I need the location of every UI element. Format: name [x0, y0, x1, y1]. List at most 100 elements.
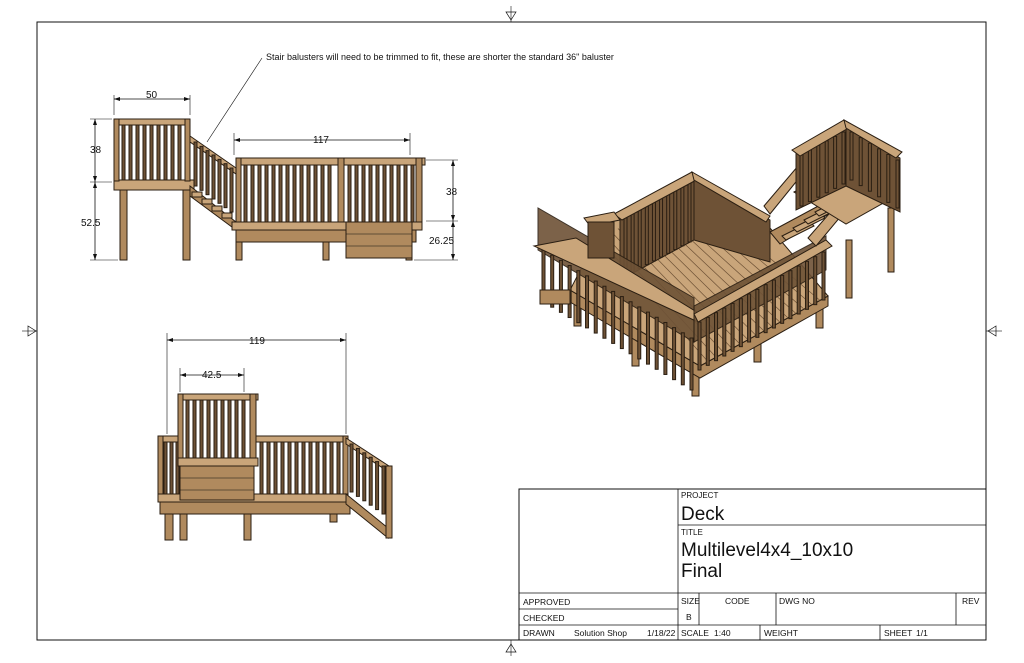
baluster [320, 164, 325, 223]
baluster [816, 144, 821, 198]
isometric-view [532, 119, 903, 397]
annotation-stair-balusters: Stair balusters will need to be trimmed … [206, 52, 614, 143]
baluster [824, 140, 829, 194]
baluster [368, 456, 373, 506]
baluster [833, 135, 838, 189]
baluster [550, 254, 555, 308]
side-dimensions: 50 38 52.5 117 38 26.25 [81, 90, 458, 261]
baluster [355, 447, 360, 497]
dim-side-top-width: 50 [146, 90, 158, 101]
baluster [687, 179, 692, 243]
baluster [243, 164, 248, 223]
baluster [705, 316, 710, 366]
baluster [336, 441, 341, 495]
baluster [396, 164, 401, 223]
baluster [220, 399, 225, 459]
baluster [193, 141, 198, 187]
baluster [128, 124, 133, 181]
tb-title-line2: Final [681, 561, 722, 582]
baluster [163, 124, 168, 181]
tb-approved-label: APPROVED [523, 597, 570, 607]
baluster [663, 321, 668, 375]
baluster [771, 279, 776, 329]
baluster [361, 164, 366, 223]
baluster [714, 312, 719, 362]
baluster [403, 164, 408, 223]
baluster [156, 124, 161, 181]
baluster [576, 270, 581, 324]
baluster [347, 164, 352, 223]
tb-rev-label: REV [962, 596, 980, 606]
center-marker-left [22, 325, 37, 337]
baluster [804, 260, 809, 310]
front-elevation-view [157, 393, 393, 541]
baluster [858, 137, 863, 187]
baluster [645, 311, 650, 365]
baluster [895, 159, 900, 209]
baluster [223, 163, 228, 209]
baluster [722, 307, 727, 357]
baluster [142, 124, 147, 181]
tb-dwg-label: DWG NO [779, 596, 815, 606]
baluster [867, 142, 872, 192]
tb-weight-label: WEIGHT [764, 628, 798, 638]
baluster [306, 164, 311, 223]
baluster [135, 124, 140, 181]
baluster [292, 164, 297, 223]
baluster [763, 284, 768, 334]
tb-checked-label: CHECKED [523, 613, 565, 623]
baluster [747, 293, 752, 343]
baluster [389, 164, 394, 223]
baluster [628, 301, 633, 355]
dim-side-length: 117 [313, 135, 329, 146]
stair-steps [191, 191, 233, 219]
side-elevation-view [113, 118, 426, 261]
baluster [271, 164, 276, 223]
tb-drawn-by: Solution Shop [574, 628, 627, 638]
baluster [266, 441, 271, 495]
baluster [788, 270, 793, 320]
baluster [185, 399, 190, 459]
baluster [301, 441, 306, 495]
baluster [177, 124, 182, 181]
baluster [199, 399, 204, 459]
baluster [382, 164, 387, 223]
baluster [375, 164, 380, 223]
baluster [121, 124, 126, 181]
baluster [329, 441, 334, 495]
dim-right-rail-height: 38 [446, 187, 458, 198]
baluster [558, 259, 563, 313]
baluster [813, 256, 818, 306]
baluster [149, 124, 154, 181]
tb-sheet-label: SHEET [884, 628, 912, 638]
tb-scale-value: 1:40 [714, 628, 731, 638]
baluster [206, 399, 211, 459]
baluster [229, 167, 234, 213]
baluster [673, 187, 678, 251]
dim-front-width: 119 [249, 336, 265, 347]
front-dimensions: 119 42.5 [166, 333, 347, 434]
baluster [287, 441, 292, 495]
tb-project-value: Deck [681, 504, 725, 525]
baluster [313, 164, 318, 223]
baluster [322, 441, 327, 495]
baluster [327, 164, 332, 223]
baluster [644, 202, 649, 266]
baluster [680, 332, 685, 386]
tb-title-line1: Multilevel4x4_10x10 [681, 540, 853, 561]
baluster [273, 441, 278, 495]
baluster [651, 198, 656, 262]
tb-code-label: CODE [725, 596, 750, 606]
tb-title-label: TITLE [681, 528, 703, 537]
baluster [192, 399, 197, 459]
baluster [368, 164, 373, 223]
baluster [738, 298, 743, 348]
baluster [250, 164, 255, 223]
center-marker-bottom [505, 640, 517, 656]
baluster [680, 183, 685, 247]
baluster [211, 154, 216, 200]
baluster [796, 265, 801, 315]
baluster [672, 327, 677, 381]
baluster [755, 288, 760, 338]
tb-size-label: SIZE [681, 596, 700, 606]
